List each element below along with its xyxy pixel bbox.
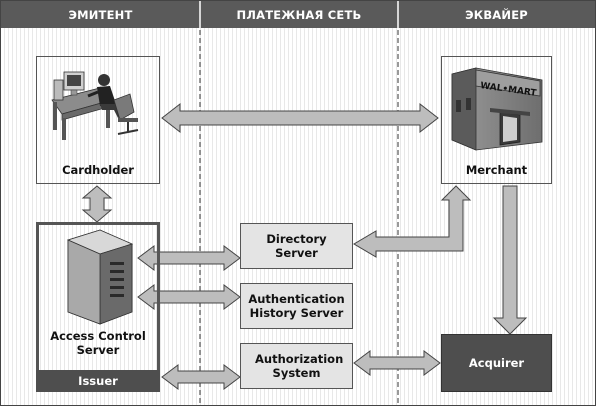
- column-header-issuer-domain: ЭМИТЕНТ: [68, 8, 133, 22]
- authorization-system-label: Authorization System: [255, 352, 344, 380]
- directory-server-label: Directory Server: [266, 232, 327, 260]
- cardholder-illustration: [51, 71, 139, 140]
- cardholder-label: Cardholder: [62, 163, 134, 177]
- merchant-node: Merchant: [441, 56, 552, 184]
- issuer-node: Access Control Server Issuer: [36, 222, 160, 392]
- cardholder-node: Cardholder: [36, 56, 160, 184]
- authentication-history-server-node: Authentication History Server: [240, 283, 353, 329]
- server-illustration: [66, 229, 134, 325]
- column-header-payment-network: ПЛАТЕЖНАЯ СЕТЬ: [236, 8, 362, 22]
- acquirer-label: Acquirer: [468, 356, 525, 370]
- directory-server-node: Directory Server: [240, 223, 353, 269]
- arrow-authorization-acquirer: [353, 350, 441, 376]
- arrow-merchant-acquirer: [492, 185, 528, 335]
- authorization-system-node: Authorization System: [240, 343, 353, 389]
- access-control-server-label: Access Control Server: [50, 329, 146, 357]
- issuer-band: Issuer: [36, 370, 160, 392]
- merchant-label: Merchant: [465, 163, 528, 177]
- arrow-cardholder-merchant: [161, 102, 439, 134]
- arrow-merchant-directory: [353, 185, 472, 258]
- column-header-acquirer-domain: ЭКВАЙЕР: [465, 8, 528, 22]
- authentication-history-server-label: Authentication History Server: [248, 292, 345, 320]
- acquirer-node: Acquirer: [441, 334, 552, 392]
- merchant-building-illustration: [451, 67, 543, 151]
- issuer-label: Issuer: [78, 374, 118, 388]
